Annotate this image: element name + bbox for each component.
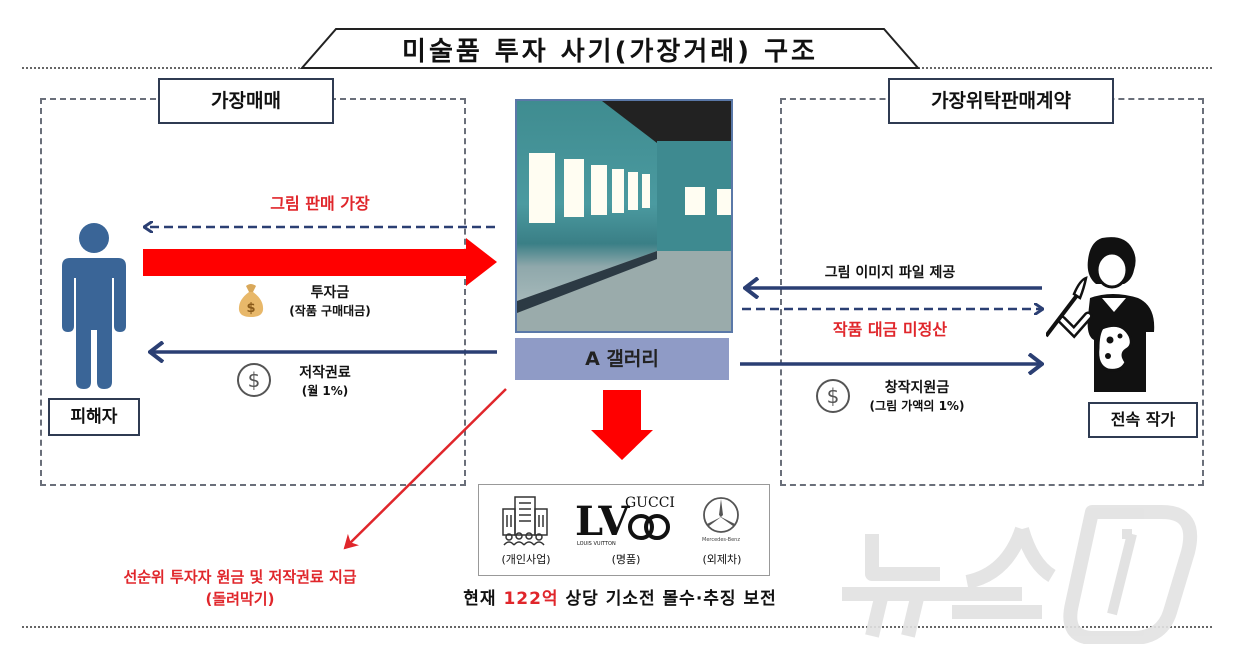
title-trapezoid-shape (300, 28, 920, 69)
news1-logo-icon (842, 505, 1198, 645)
ponzi-text-line1: 선순위 투자자 원금 및 저작권료 지급 (123, 568, 357, 586)
import-car-label: (외제차) (702, 553, 742, 566)
investment-subtitle: (작품 구매대금) (289, 304, 371, 318)
mercedes-logo-icon: Mercedes-Benz (702, 497, 740, 543)
svg-text:Mercedes-Benz: Mercedes-Benz (702, 537, 740, 543)
business-label: (개인사업) (501, 553, 551, 566)
lv-brand-text: LOUIS VUITTON (577, 541, 616, 547)
dollar-coin-icon-right: $ (816, 379, 850, 413)
fake-trade-label: 가장매매 (158, 78, 334, 124)
support-title: 창작지원금 (884, 380, 950, 396)
seizure-prefix: 현재 (463, 589, 504, 609)
svg-text:$: $ (246, 301, 255, 316)
artist-painter-icon (1046, 237, 1155, 392)
luxury-brand-icon: LV LOUIS VUITTON GUCCI (575, 495, 675, 547)
gallery-photo (515, 99, 733, 333)
artist-label: 전속 작가 (1088, 402, 1198, 438)
money-bag-icon: $ (238, 284, 264, 317)
title-banner: 미술품 투자 사기(가장거래) 구조 (300, 28, 920, 69)
seizure-summary: 현재 122억 상당 기소전 몰수·추징 보전 (420, 584, 820, 609)
seizure-suffix: 상당 기소전 몰수·추징 보전 (558, 589, 777, 609)
seizure-amount: 122억 (503, 589, 559, 609)
seized-assets-box: (개인사업) LV LOUIS VUITTON GUCCI (명품) Merce… (478, 484, 770, 576)
support-subtitle: (그림 가액의 1%) (869, 399, 965, 413)
luxury-label: (명품) (611, 553, 641, 566)
gallery-interior-image (517, 101, 731, 331)
bottom-divider (22, 626, 1212, 628)
investment-title: 투자금 (310, 285, 350, 301)
building-icon (502, 496, 548, 546)
seizure-arrow (591, 390, 653, 460)
news1-watermark (832, 494, 1212, 645)
svg-text:LV: LV (575, 498, 630, 545)
fake-consignment-label: 가장위탁판매계약 (888, 78, 1114, 124)
fake-sale-text: 그림 판매 가장 (270, 194, 370, 213)
victim-person-icon (62, 223, 126, 389)
page-title: 미술품 투자 사기(가장거래) 구조 (402, 37, 818, 67)
svg-text:GUCCI: GUCCI (625, 495, 675, 511)
unpaid-text: 작품 대금 미정산 (832, 320, 948, 339)
ponzi-arrow (343, 388, 507, 550)
gallery-label: A 갤러리 (515, 338, 729, 380)
royalty-subtitle: (월 1%) (301, 384, 349, 398)
dollar-coin-icon: $ (237, 363, 271, 397)
image-file-text: 그림 이미지 파일 제공 (824, 265, 956, 281)
royalty-title: 저작권료 (299, 365, 351, 381)
investment-arrow (143, 238, 497, 286)
victim-label: 피해자 (48, 398, 140, 436)
ponzi-text-line2: (돌려막기) (205, 590, 275, 608)
